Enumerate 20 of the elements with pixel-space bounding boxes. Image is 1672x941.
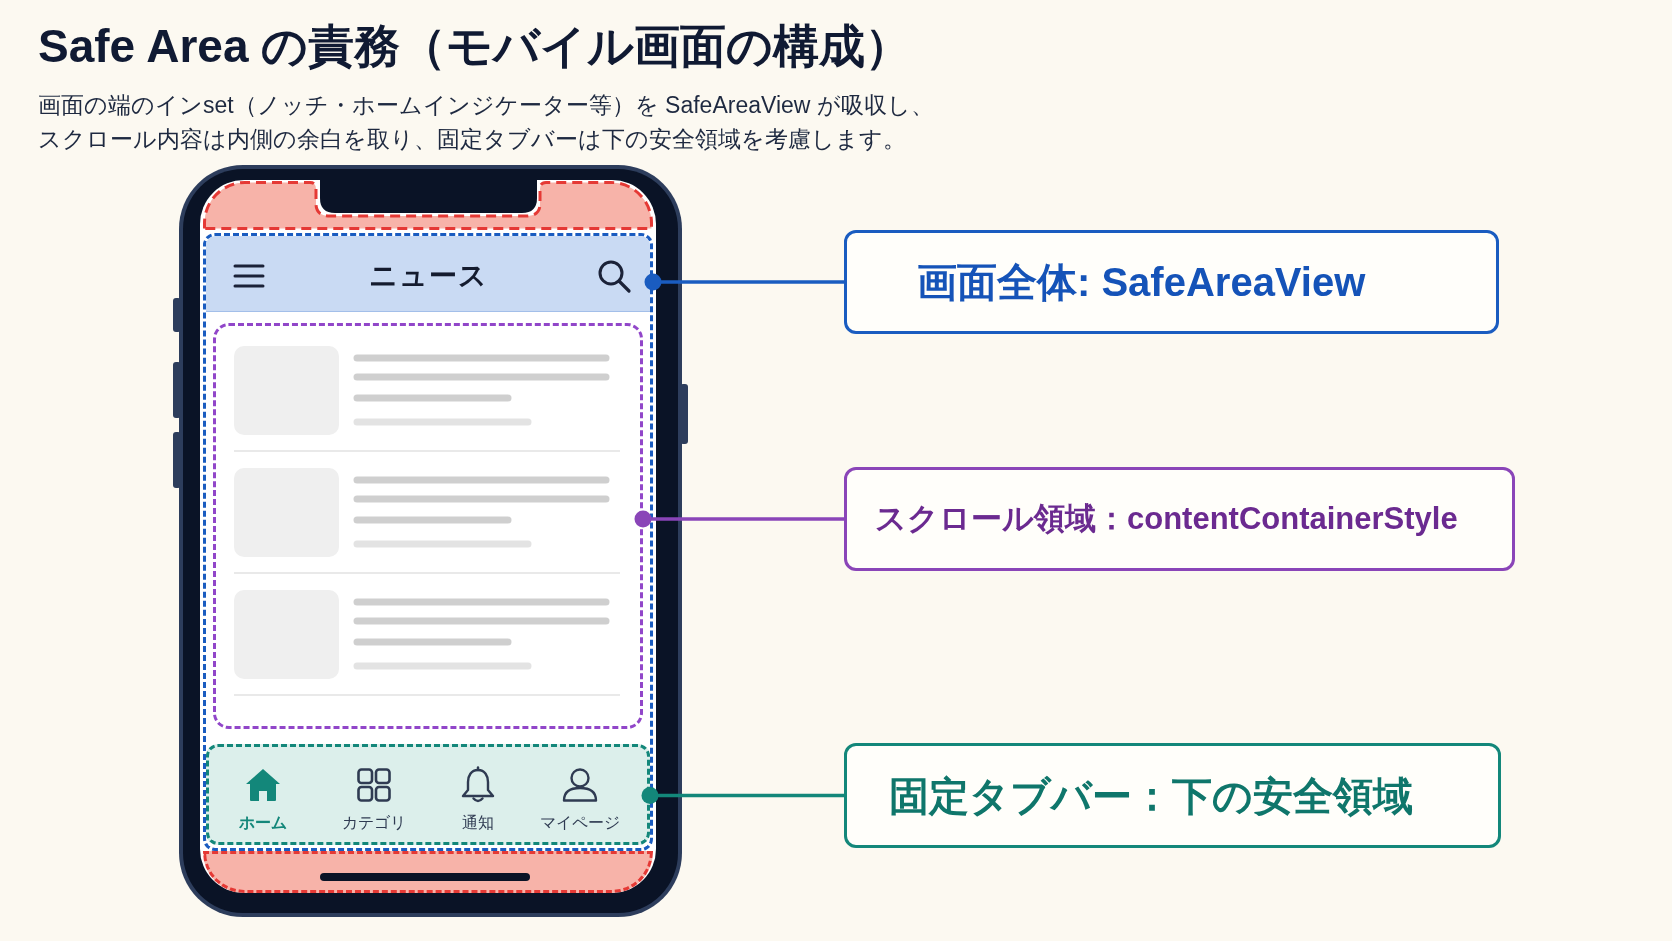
page-title: Safe Area の責務（モバイル画面の構成） [38, 19, 912, 74]
app-header [206, 236, 650, 312]
callout-box [844, 467, 1515, 571]
tab-label: 通知 [462, 813, 494, 833]
tab-label: カテゴリ [342, 813, 406, 833]
callout-box [844, 230, 1499, 334]
callout-box [844, 743, 1501, 848]
tab-bar [206, 744, 650, 845]
leader-line [641, 787, 844, 804]
inset-area [203, 181, 653, 230]
leader-line [634, 510, 844, 528]
leader-line [644, 273, 844, 291]
subtitle-text: 画面の端のインset（ノッチ・ホームインジケーター等）を SafeAreaView が吸収し、スクロール内容は内側の余白を取り、固定タブバーは下の安全領域を考慮します。 [38, 91, 935, 154]
callout-label: 固定タブバー：下の安全領域 [889, 772, 1413, 820]
callout-label: スクロール領域：contentContainerStyle [875, 500, 1458, 538]
callout-label: 画面全体: SafeAreaView [917, 259, 1366, 306]
tab-label: ホーム [239, 813, 287, 833]
screen-title: ニュース [368, 259, 488, 293]
inset-area [203, 851, 653, 893]
tab-label: マイページ [540, 813, 620, 833]
